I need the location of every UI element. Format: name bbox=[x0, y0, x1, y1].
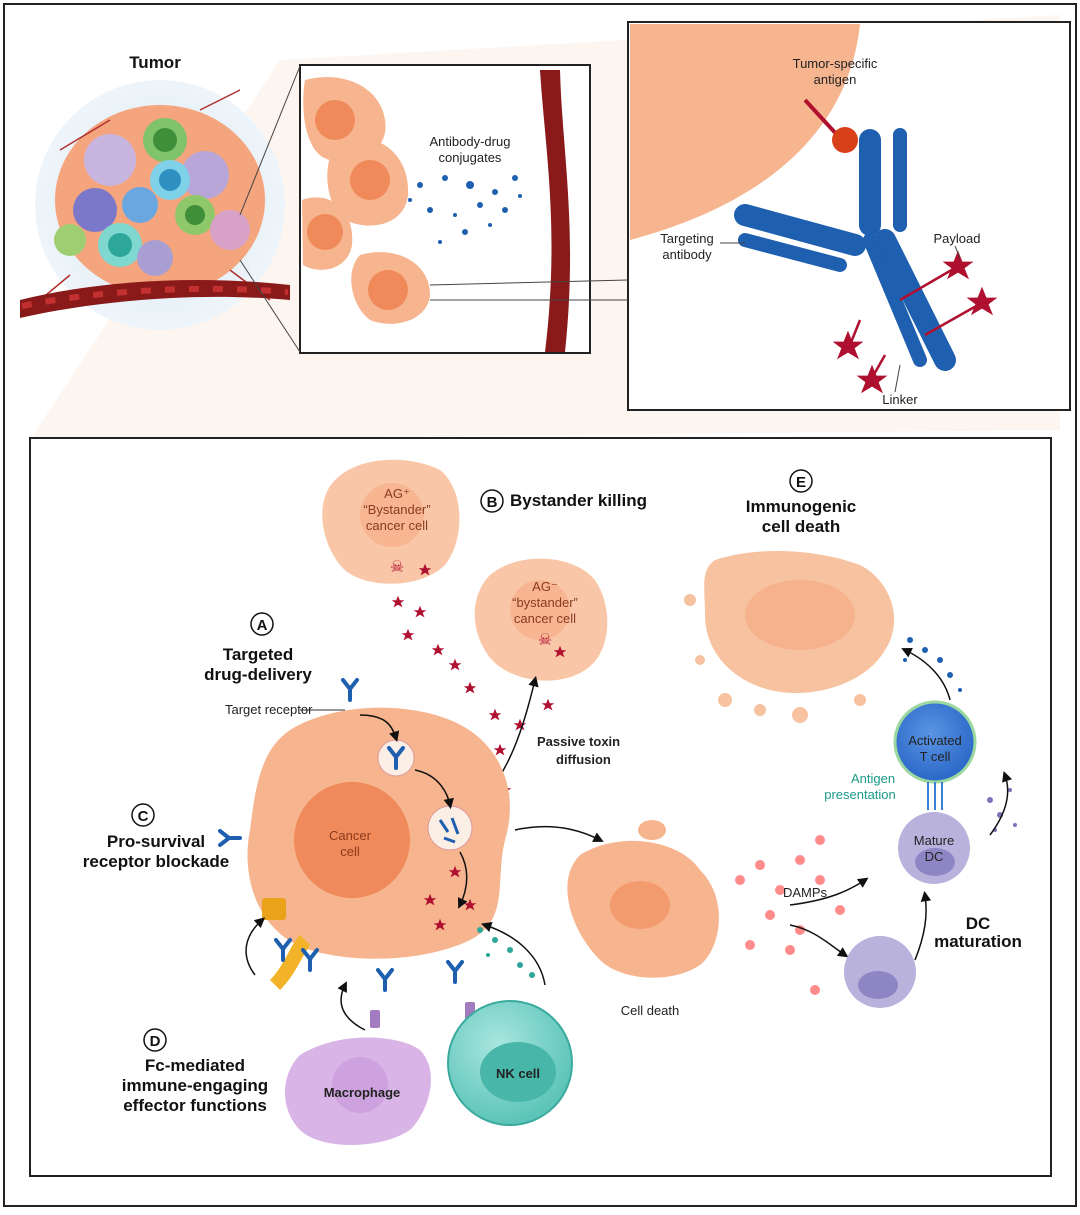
antibody-icon bbox=[734, 128, 956, 371]
cell-death-label: Cell death bbox=[621, 1003, 680, 1018]
adc-label-line1: Antibody-drug bbox=[430, 134, 511, 149]
antigen-label-line2: antigen bbox=[814, 72, 857, 87]
a-letter: A bbox=[257, 617, 268, 634]
immunogenic-section: E Immunogenic cell death bbox=[684, 469, 895, 723]
linker-label: Linker bbox=[882, 392, 918, 407]
e-badge bbox=[789, 469, 813, 493]
macrophage-label: Macrophage bbox=[324, 1085, 401, 1100]
d-title-line3: effector functions bbox=[123, 1096, 267, 1115]
ag-pos-line3: cancer cell bbox=[366, 518, 428, 533]
payload-label: Payload bbox=[934, 231, 981, 246]
e-letter: E bbox=[796, 474, 806, 491]
d-badge bbox=[143, 1028, 167, 1052]
adc-label-line2: conjugates bbox=[439, 150, 502, 165]
passive-line1: Passive toxin bbox=[537, 734, 620, 749]
antigen-pres-line1: Antigen bbox=[851, 771, 895, 786]
dc-maturation-line1: DC bbox=[966, 914, 991, 933]
cancer-line2: cell bbox=[340, 844, 360, 859]
e-title-line1: Immunogenic bbox=[746, 497, 857, 516]
dc-dots bbox=[987, 788, 1017, 832]
tcell-line2: T cell bbox=[920, 749, 951, 764]
tcr-pairs bbox=[927, 782, 943, 810]
nk-label: NK cell bbox=[496, 1066, 540, 1081]
tumor-zoom-panel: Antibody-drug conjugates bbox=[239, 64, 591, 354]
ag-neg-line3: cancer cell bbox=[514, 611, 576, 626]
c-badge bbox=[131, 803, 155, 827]
debris bbox=[684, 594, 866, 723]
damps-dots bbox=[735, 835, 845, 995]
passive-line2: diffusion bbox=[556, 752, 611, 767]
bystander-section: AG⁺ “Bystander” cancer cell ☠ AG⁻ “bysta… bbox=[322, 459, 647, 811]
ag-pos-line1: AG⁺ bbox=[384, 486, 410, 501]
adc-dots bbox=[408, 175, 522, 244]
a-title-line1: Targeted bbox=[223, 645, 294, 664]
d-title-line2: immune-engaging bbox=[122, 1076, 268, 1095]
tumor-label: Tumor bbox=[129, 53, 181, 72]
c-title-line2: receptor blockade bbox=[83, 852, 229, 871]
d-letter: D bbox=[150, 1033, 161, 1050]
target-receptor-label: Target receptor bbox=[225, 702, 313, 717]
antigen-icon bbox=[832, 127, 858, 153]
antigen-label-line1: Tumor-specific bbox=[793, 56, 878, 71]
effector-section: Macrophage NK cell D Fc-mediated immune-… bbox=[122, 922, 573, 1145]
adc-structure-panel: Tumor-specific antigen Targeting antibod… bbox=[429, 21, 1071, 411]
tcell-line1: Activated bbox=[908, 733, 961, 748]
ag-pos-line2: “Bystander” bbox=[363, 502, 430, 517]
cell-surface bbox=[630, 24, 860, 240]
cancer-cell-section: Cancer cell Target receptor A Targeted d… bbox=[83, 612, 510, 990]
targeting-label-line1: Targeting bbox=[660, 231, 713, 246]
b-letter: B bbox=[487, 494, 498, 511]
c-letter: C bbox=[138, 808, 149, 825]
b-badge bbox=[480, 489, 504, 513]
e-title-line2: cell death bbox=[762, 517, 840, 536]
ag-neg-line1: AG⁻ bbox=[532, 579, 558, 594]
ag-neg-line2: “bystander” bbox=[512, 595, 578, 610]
zoom-cancer-cells bbox=[302, 76, 430, 324]
skull-icon: ☠ bbox=[390, 559, 404, 576]
damps-label: DAMPs bbox=[783, 885, 828, 900]
lysosome bbox=[427, 805, 473, 851]
dc-maturation-line2: maturation bbox=[934, 932, 1022, 951]
targeting-label-line2: antibody bbox=[662, 247, 712, 262]
mature-dc-line1: Mature bbox=[914, 833, 954, 848]
degraded-antibody bbox=[438, 817, 460, 844]
antigen-stalk bbox=[803, 98, 842, 140]
antigen-pres-line2: presentation bbox=[824, 787, 896, 802]
d-title-line1: Fc-mediated bbox=[145, 1056, 245, 1075]
receptor-icon bbox=[262, 898, 286, 920]
b-title: Bystander killing bbox=[510, 491, 647, 510]
c-title-line1: Pro-survival bbox=[107, 832, 205, 851]
tumor-illustration: Tumor bbox=[20, 53, 290, 330]
a-badge bbox=[250, 612, 274, 636]
dc-section: DC maturation Mature DC Antigen presenta… bbox=[824, 637, 1022, 1008]
skull-icon: ☠ bbox=[538, 632, 552, 649]
tcell-cytokine-dots bbox=[903, 637, 962, 692]
mature-dc-line2: DC bbox=[925, 849, 944, 864]
cell-death-section: Cell death DAMPs bbox=[514, 820, 869, 1018]
a-title-line2: drug-delivery bbox=[204, 665, 312, 684]
cancer-line1: Cancer bbox=[329, 828, 372, 843]
